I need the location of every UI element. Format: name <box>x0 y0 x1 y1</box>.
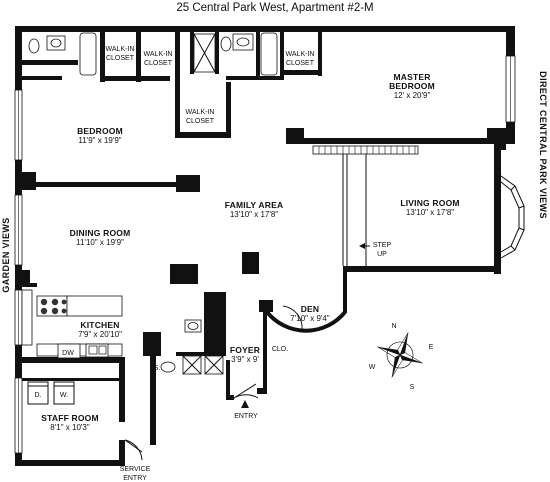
room-labels: MASTER BEDROOM 12' x 20'9" BEDROOM 11'9"… <box>41 72 459 432</box>
dining-room-label: DINING ROOM <box>70 228 131 238</box>
kitchen-fixtures <box>21 289 123 405</box>
walk-in-closet-4-l2: CLOSET <box>286 60 315 67</box>
living-room-dims: 13'10" x 17'8" <box>406 208 454 217</box>
interior-walls <box>15 32 322 445</box>
walk-in-closet-3-l2: CLOSET <box>186 118 215 125</box>
closet-labels: WALK-IN CLOSET WALK-IN CLOSET WALK-IN CL… <box>35 46 392 482</box>
garden-views-label: GARDEN VIEWS <box>1 217 11 292</box>
den-dims: 7'10" x 9'4" <box>290 314 330 323</box>
service-entry-label-1: SERVICE <box>120 466 151 473</box>
bath-fixtures <box>28 32 278 375</box>
master-bedroom-dims: 12' x 20'9" <box>394 91 431 100</box>
den-curved-wall <box>265 266 347 333</box>
living-room-label: LIVING ROOM <box>400 198 459 208</box>
walk-in-closet-4-l1: WALK-IN <box>286 51 315 58</box>
entry-label: ENTRY <box>234 413 258 420</box>
family-area-dims: 13'10" x 17'8" <box>230 210 278 219</box>
central-park-views-label: DIRECT CENTRAL PARK VIEWS <box>538 71 548 219</box>
kitchen-dims: 7'9" x 20'10" <box>78 330 122 339</box>
washer-label: W. <box>60 392 68 399</box>
bedroom-dims: 11'9" x 19'9" <box>78 136 121 145</box>
step-up-rail <box>312 145 419 266</box>
closet-label: CLO. <box>272 346 288 353</box>
staff-room-label: STAFF ROOM <box>41 413 99 423</box>
walk-in-closet-1-l2: CLOSET <box>106 55 135 62</box>
service-entry-label-2: ENTRY <box>123 475 147 482</box>
foyer-label: FOYER <box>230 345 260 355</box>
compass-n: N <box>391 323 396 330</box>
walk-in-closet-1-l1: WALK-IN <box>106 46 135 53</box>
plan-title: 25 Central Park West, Apartment #2-M <box>176 2 373 14</box>
compass-s: S <box>410 384 415 391</box>
bay-window <box>500 175 525 259</box>
dryer-label: D. <box>35 392 42 399</box>
entry-arrow <box>241 400 249 408</box>
compass-e: E <box>429 344 434 351</box>
dishwasher-label: DW <box>62 350 74 357</box>
service-door <box>124 439 143 461</box>
bedroom-label: BEDROOM <box>77 126 123 136</box>
compass-rose: N E S W <box>369 323 434 391</box>
walk-in-closet-2-l1: WALK-IN <box>144 51 173 58</box>
step-up-arrow <box>359 243 365 249</box>
den-label: DEN <box>301 304 320 314</box>
foyer-dims: 3'9" x 9' <box>231 355 259 364</box>
compass-w: W <box>369 364 376 371</box>
kitchen-label: KITCHEN <box>80 320 119 330</box>
walk-in-closet-2-l2: CLOSET <box>144 60 173 67</box>
step-up-label-1: STEP <box>373 242 392 249</box>
staff-room-dims: 8'1" x 10'3" <box>50 423 90 432</box>
shower-label: S. <box>154 365 161 372</box>
walk-in-closet-3-l1: WALK-IN <box>186 109 215 116</box>
step-up-label-2: UP <box>377 251 387 258</box>
windows <box>14 55 516 454</box>
entry-door <box>233 383 259 399</box>
master-bedroom-label-1: MASTER <box>393 72 430 82</box>
master-bedroom-label-2: BEDROOM <box>389 81 435 91</box>
family-area-label: FAMILY AREA <box>225 200 284 210</box>
dining-room-dims: 11'10" x 19'9" <box>76 238 124 247</box>
